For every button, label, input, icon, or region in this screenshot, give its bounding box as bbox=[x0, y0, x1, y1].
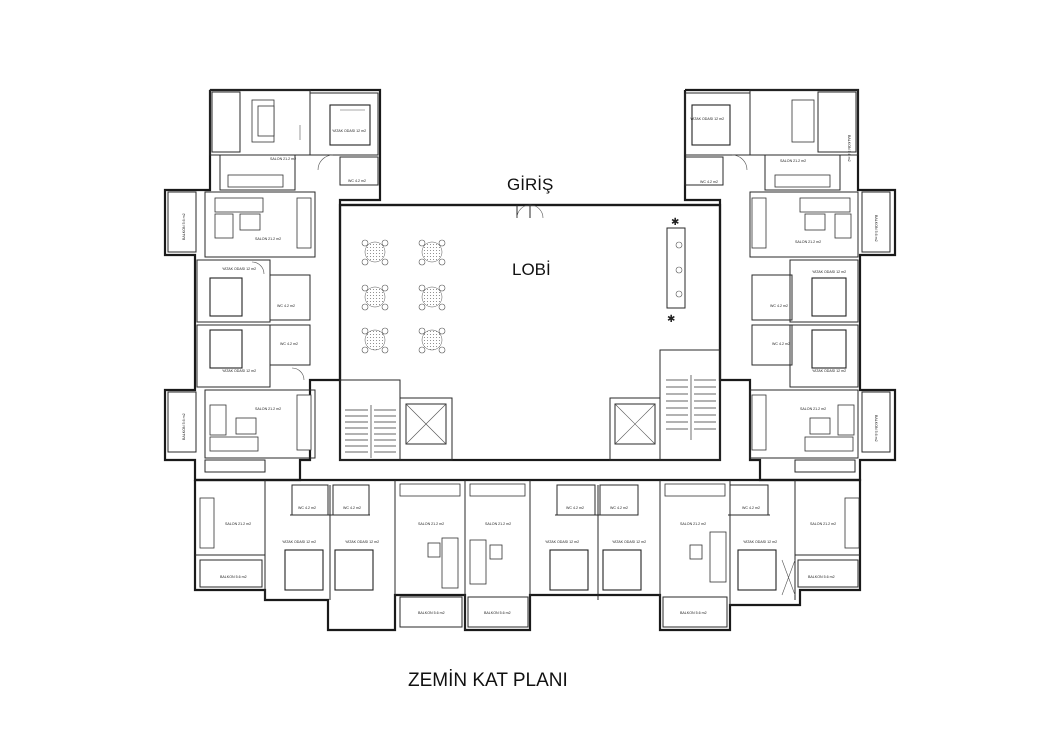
room-label: BALKON 5.6 m2 bbox=[847, 135, 851, 162]
room-label: BALKON 5.6 m2 bbox=[220, 575, 247, 579]
reception-desk: ✱ ✱ bbox=[666, 217, 686, 325]
room-label: WC 4.2 m2 bbox=[770, 304, 788, 308]
lobby-label: LOBİ bbox=[512, 260, 551, 279]
svg-text:✱: ✱ bbox=[667, 314, 675, 325]
room-label: SALON 21.2 m2 bbox=[225, 522, 251, 526]
room-label: SALON 21.2 m2 bbox=[780, 159, 806, 163]
room-label: SALON 21.2 m2 bbox=[255, 237, 281, 241]
svg-text:✱: ✱ bbox=[671, 217, 679, 228]
entrance-label: GİRİŞ bbox=[507, 175, 553, 194]
room-label: YATAK ODASI 12 m2 bbox=[743, 540, 777, 544]
room-label: YATAK ODASI 12 m2 bbox=[222, 267, 256, 271]
room-label: WC 4.2 m2 bbox=[742, 506, 760, 510]
room-label: BALKON 5.6 m2 bbox=[182, 213, 186, 240]
room-label: BALKON 5.6 m2 bbox=[874, 415, 878, 442]
room-label: YATAK ODASI 12 m2 bbox=[690, 117, 724, 121]
room-label: YATAK ODASI 12 m2 bbox=[222, 369, 256, 373]
room-label: SALON 21.2 m2 bbox=[270, 157, 296, 161]
room-label: SALON 21.2 m2 bbox=[418, 522, 444, 526]
room-label: WC 4.2 m2 bbox=[566, 506, 584, 510]
right-wing: YATAK ODASI 12 m2 SALON 21.2 m2 WC 4.2 m… bbox=[684, 89, 891, 473]
room-label: SALON 21.2 m2 bbox=[255, 407, 281, 411]
room-label: YATAK ODASI 12 m2 bbox=[812, 369, 846, 373]
room-label: YATAK ODASI 12 m2 bbox=[545, 540, 579, 544]
room-label: WC 4.2 m2 bbox=[772, 342, 790, 346]
room-label: YATAK ODASI 12 m2 bbox=[345, 540, 379, 544]
room-label: BALKON 5.6 m2 bbox=[182, 413, 186, 440]
room-label: WC 4.2 m2 bbox=[298, 506, 316, 510]
left-wing: SALON 21.2 m2 YATAK ODASI 12 m2 WC 4.2 m… bbox=[167, 89, 379, 473]
room-label: SALON 21.2 m2 bbox=[795, 240, 821, 244]
room-label: YATAK ODASI 12 m2 bbox=[612, 540, 646, 544]
room-label: BALKON 5.6 m2 bbox=[874, 215, 878, 242]
room-label: SALON 21.2 m2 bbox=[680, 522, 706, 526]
room-label: BALKON 5.6 m2 bbox=[484, 611, 511, 615]
room-label: WC 4.2 m2 bbox=[610, 506, 628, 510]
room-label: YATAK ODASI 12 m2 bbox=[812, 270, 846, 274]
room-label: SALON 21.2 m2 bbox=[800, 407, 826, 411]
room-label: WC 4.2 m2 bbox=[343, 506, 361, 510]
room-label: YATAK ODASI 12 m2 bbox=[332, 129, 366, 133]
room-label: WC 4.2 m2 bbox=[280, 342, 298, 346]
plan-title: ZEMİN KAT PLANI bbox=[408, 670, 568, 691]
lobby-table bbox=[361, 239, 446, 354]
right-stair-core bbox=[609, 349, 721, 461]
room-label: BALKON 5.6 m2 bbox=[808, 575, 835, 579]
room-label: SALON 21.2 m2 bbox=[810, 522, 836, 526]
room-label: SALON 21.2 m2 bbox=[485, 522, 511, 526]
bottom-block: WC 4.2 m2 WC 4.2 m2 WC 4.2 m2 WC 4.2 m2 … bbox=[195, 480, 860, 630]
room-label: BALKON 5.6 m2 bbox=[418, 611, 445, 615]
room-label: YATAK ODASI 12 m2 bbox=[282, 540, 316, 544]
room-label: WC 4.2 m2 bbox=[700, 180, 718, 184]
room-label: WC 4.2 m2 bbox=[348, 179, 366, 183]
lobby: ✱ ✱ bbox=[339, 204, 721, 461]
room-label: WC 4.2 m2 bbox=[277, 304, 295, 308]
room-label: BALKON 5.6 m2 bbox=[680, 611, 707, 615]
left-stair-core bbox=[339, 379, 453, 461]
